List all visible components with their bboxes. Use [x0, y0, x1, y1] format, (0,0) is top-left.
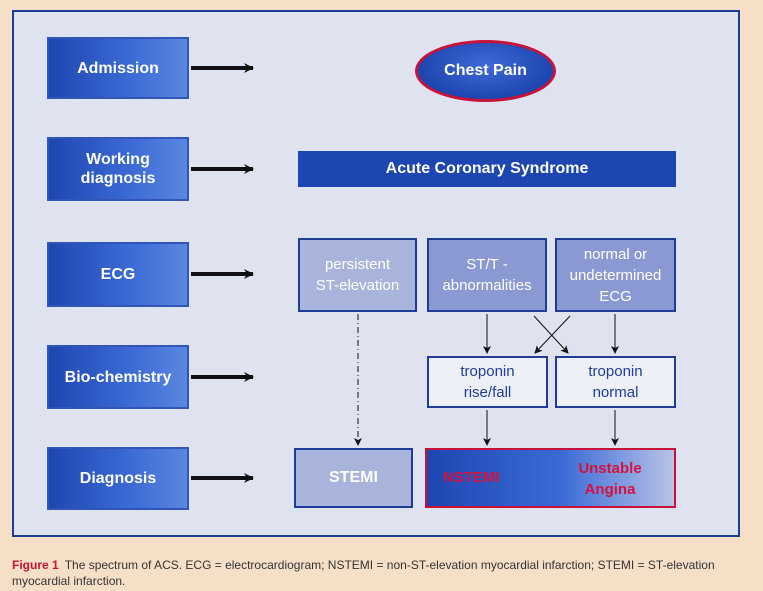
stage-admission: Admission [47, 37, 189, 99]
acute-coronary-syndrome-bar: Acute Coronary Syndrome [298, 151, 676, 187]
persistent-st-elevation-box: persistent ST-elevation [298, 238, 417, 312]
stage-biochemistry: Bio-chemistry [47, 345, 189, 409]
troponin-normal-box: troponin normal [555, 356, 676, 408]
stage-working-diagnosis: Working diagnosis [47, 137, 189, 201]
unstable-angina-label: Unstable Angina [578, 460, 642, 498]
troponin-rise-fall-box: troponin rise/fall [427, 356, 548, 408]
nstemi-unstable-angina-box: NSTEMI Unstable Angina [425, 448, 676, 508]
caption-text: The spectrum of ACS. ECG = electrocardio… [12, 558, 715, 588]
normal-undetermined-ecg-box: normal or undetermined ECG [555, 238, 676, 312]
st-t-abnormalities-box: ST/T - abnormalities [427, 238, 547, 312]
stemi-box: STEMI [294, 448, 413, 508]
caption-label: Figure 1 [12, 558, 59, 572]
stage-diagnosis: Diagnosis [47, 447, 189, 510]
chest-pain-node: Chest Pain [415, 40, 556, 102]
nstemi-label: NSTEMI [443, 469, 500, 486]
stage-ecg: ECG [47, 242, 189, 307]
